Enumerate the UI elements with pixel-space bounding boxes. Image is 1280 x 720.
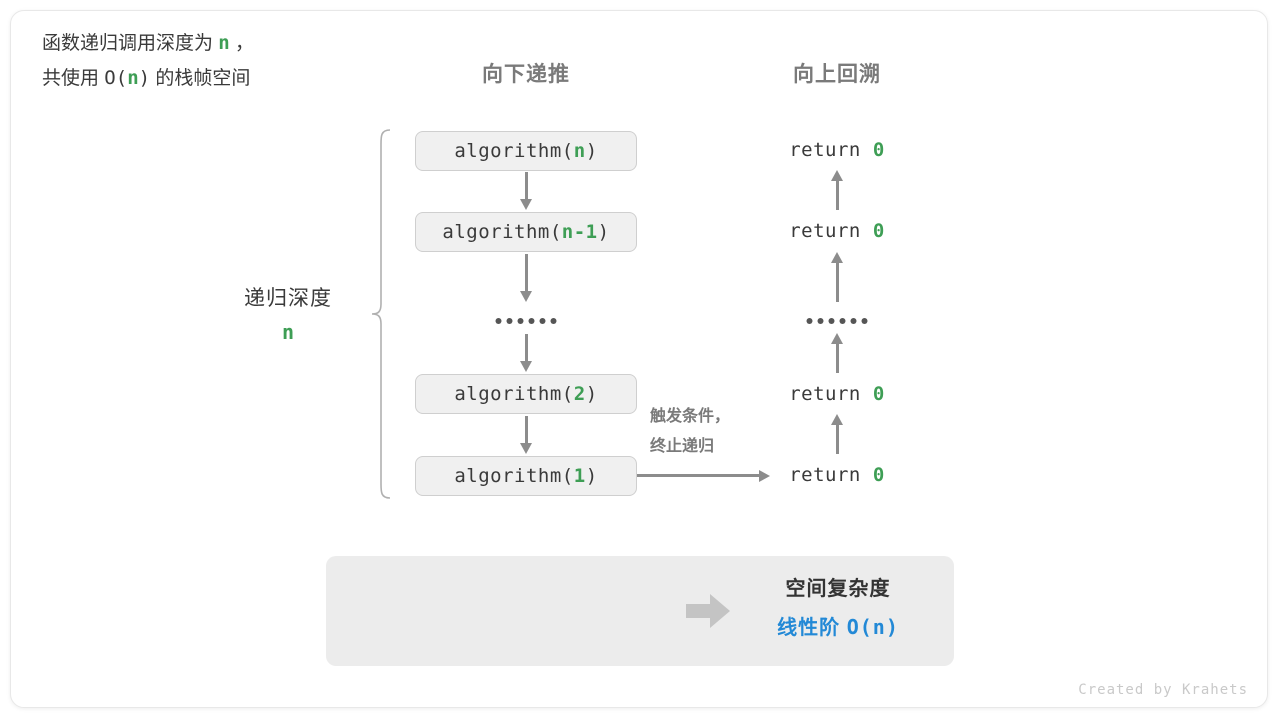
call-box-suffix: ): [585, 383, 598, 405]
summary-line2-n: n: [127, 67, 139, 89]
trigger-condition-note: 触发条件， 终止递归: [650, 402, 730, 462]
call-box-2[interactable]: algorithm(2): [415, 374, 637, 414]
call-box-n-minus-1[interactable]: algorithm(n-1): [415, 212, 637, 252]
column-heading-descend: 向下递推: [482, 63, 570, 86]
arrow-up-2: [830, 252, 844, 302]
complexity-order: 线性阶: [777, 617, 841, 639]
return-label-3: return 0: [789, 383, 885, 405]
recursion-depth-label: 递归深度 n: [244, 282, 332, 344]
arrow-down-3: [519, 334, 533, 372]
arrow-up-1: [830, 170, 844, 210]
call-box-arg: 2: [573, 383, 586, 405]
recursion-depth-title: 递归深度: [244, 287, 332, 310]
call-box-suffix: ): [597, 221, 610, 243]
call-box-prefix: algorithm(: [454, 383, 574, 405]
summary-line1-n: n: [218, 32, 230, 54]
return-keyword: return: [789, 383, 861, 405]
recursion-depth-value: n: [281, 320, 295, 344]
arrow-up-4: [830, 414, 844, 454]
return-label-top: return 0: [789, 139, 885, 161]
summary-line1-comma: ，: [235, 33, 255, 54]
call-box-n[interactable]: algorithm(n): [415, 131, 637, 171]
call-box-suffix: ): [585, 465, 598, 487]
complexity-big-o: O(n): [846, 615, 899, 639]
recursion-depth-brace: [371, 129, 391, 499]
return-value: 0: [872, 139, 885, 161]
call-box-1[interactable]: algorithm(1): [415, 456, 637, 496]
return-keyword: return: [789, 464, 861, 486]
summary-description: 函数递归调用深度为 n ， 共使用 O(n) 的栈帧空间: [42, 26, 254, 96]
summary-line1-text: 函数递归调用深度为: [42, 33, 214, 54]
column-heading-backtrack: 向上回溯: [793, 63, 881, 86]
arrow-down-4: [519, 416, 533, 454]
summary-panel: [326, 556, 954, 666]
credit-text: Created by Krahets: [1078, 682, 1248, 698]
trigger-note-line2: 终止递归: [650, 438, 715, 455]
ellipsis-left: [495, 318, 557, 324]
arrow-down-1: [519, 172, 533, 210]
call-box-arg: n: [573, 140, 586, 162]
summary-line2-tail: 的栈帧空间: [155, 68, 251, 89]
return-label-2: return 0: [789, 220, 885, 242]
result-arrow-icon: [686, 594, 730, 628]
return-value: 0: [872, 383, 885, 405]
summary-line2-text: 共使用: [42, 68, 100, 89]
trigger-note-line1: 触发条件，: [650, 408, 731, 425]
call-box-suffix: ): [585, 140, 598, 162]
complexity-result: 空间复杂度 线性阶 O(n): [777, 572, 899, 640]
summary-line2-close: ): [138, 67, 151, 89]
return-keyword: return: [789, 139, 861, 161]
arrow-terminate-right: [637, 469, 770, 482]
call-box-arg: 1: [573, 465, 586, 487]
return-value: 0: [872, 220, 885, 242]
arrow-down-2: [519, 254, 533, 302]
call-box-prefix: algorithm(: [454, 140, 574, 162]
call-box-prefix: algorithm(: [442, 221, 562, 243]
summary-line2-open: O(: [104, 67, 128, 89]
return-value: 0: [872, 464, 885, 486]
summary-line-1: 函数递归调用深度为 n ，: [42, 26, 254, 61]
call-box-prefix: algorithm(: [454, 465, 574, 487]
ellipsis-right: [806, 318, 868, 324]
return-label-bottom: return 0: [789, 464, 885, 486]
arrow-up-3: [830, 333, 844, 373]
complexity-title: 空间复杂度: [785, 578, 891, 600]
complexity-value: 线性阶 O(n): [777, 611, 899, 640]
summary-line-2: 共使用 O(n) 的栈帧空间: [42, 61, 254, 96]
return-keyword: return: [789, 220, 861, 242]
call-box-arg: n-1: [561, 221, 598, 243]
